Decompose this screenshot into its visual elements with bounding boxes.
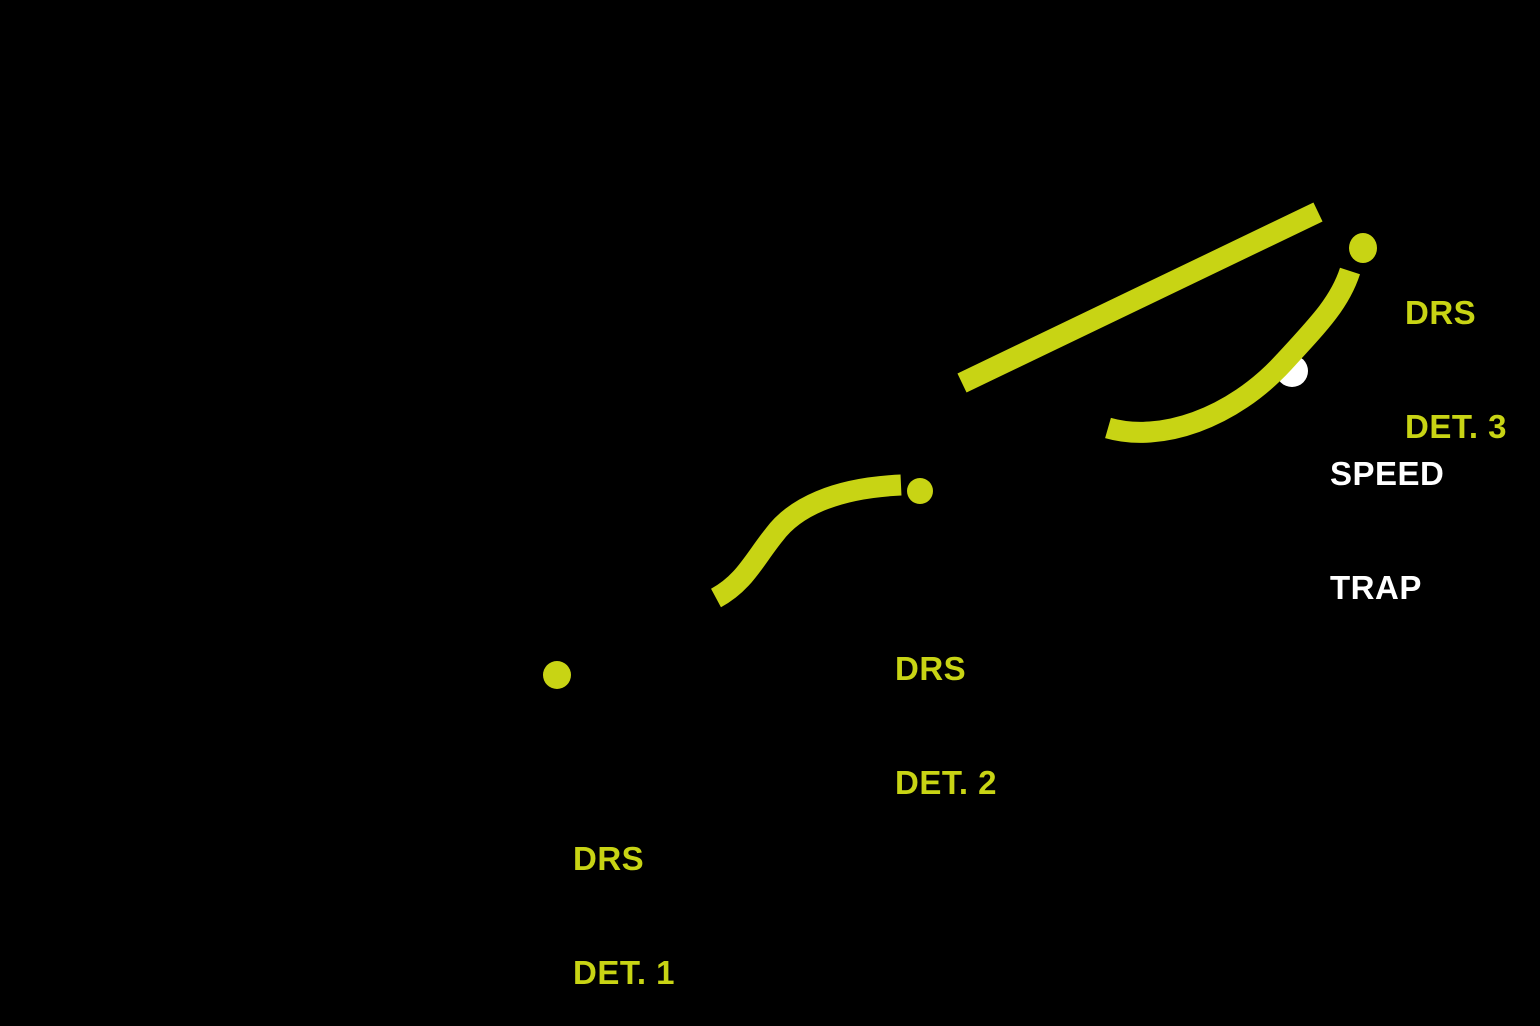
drs-det-2-label-line2: DET. 2 xyxy=(895,764,998,801)
drs-det-3-marker xyxy=(1349,233,1377,263)
drs-zone-s-curve-band xyxy=(710,474,902,608)
drs-det-1-marker xyxy=(543,661,571,689)
drs-det-1-label: DRS DET. 1 xyxy=(573,764,675,1026)
drs-det-2-marker xyxy=(907,478,933,504)
speed-trap-arc-band xyxy=(1105,267,1360,443)
drs-det-2-label-line1: DRS xyxy=(895,650,967,687)
speed-trap-label-line1: SPEED xyxy=(1330,455,1445,492)
drs-det-3-label: DRS DET. 3 xyxy=(1405,218,1507,522)
drs-det-1-label-line1: DRS xyxy=(573,840,645,877)
speed-trap-label-line2: TRAP xyxy=(1330,569,1422,606)
drs-zone-straight-band xyxy=(957,202,1323,393)
speed-trap-label: SPEED TRAP xyxy=(1330,379,1444,683)
drs-det-2-label: DRS DET. 2 xyxy=(895,574,997,878)
drs-det-1-label-line2: DET. 1 xyxy=(573,954,676,991)
drs-det-3-label-line1: DRS xyxy=(1405,294,1477,331)
drs-det-3-label-line2: DET. 3 xyxy=(1405,408,1508,445)
